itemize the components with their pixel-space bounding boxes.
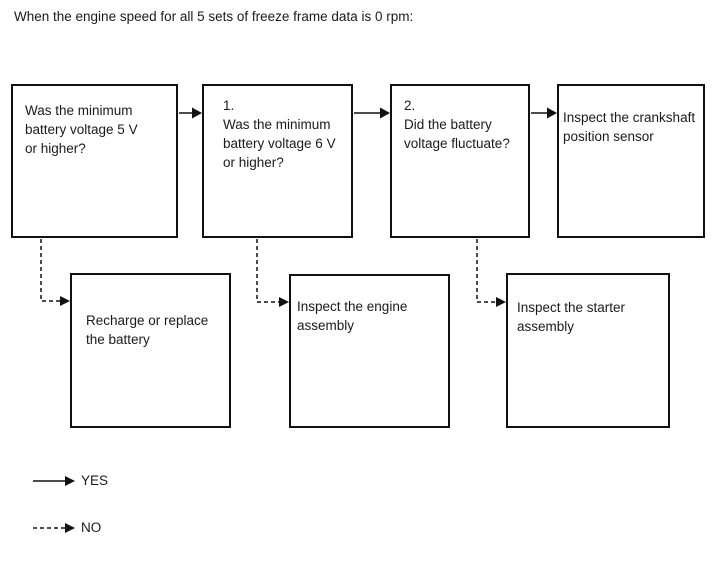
no-connector-1 xyxy=(40,239,70,306)
action-box-crankshaft-sensor: Inspect the crankshaft position sensor xyxy=(557,84,705,238)
decision-box-battery-5v-text: Was the minimum battery voltage 5 V or h… xyxy=(25,103,138,156)
action-box-engine-assembly-text: Inspect the engine assembly xyxy=(297,299,408,333)
action-box-recharge-battery: Recharge or replace the battery xyxy=(70,273,231,428)
decision-box-battery-6v: 1. Was the minimum battery voltage 6 V o… xyxy=(202,84,353,238)
action-box-engine-assembly: Inspect the engine assembly xyxy=(289,274,450,428)
decision-box-voltage-fluctuate: 2. Did the battery voltage fluctuate? xyxy=(390,84,530,238)
action-box-starter-assembly: Inspect the starter assembly xyxy=(506,273,670,428)
action-box-recharge-battery-text: Recharge or replace the battery xyxy=(86,313,209,347)
action-box-starter-assembly-text: Inspect the starter assembly xyxy=(517,300,626,334)
yes-arrow-2 xyxy=(354,107,390,119)
decision-box-battery-5v: Was the minimum battery voltage 5 V or h… xyxy=(11,84,178,238)
yes-arrow-1 xyxy=(179,107,202,119)
legend-no-label: NO xyxy=(81,520,102,535)
legend-yes-arrow xyxy=(33,476,75,486)
no-connector-2 xyxy=(256,239,289,307)
legend-no-arrow xyxy=(33,523,75,533)
no-connector-3 xyxy=(476,239,506,307)
decision-box-battery-6v-text: 1. Was the minimum battery voltage 6 V o… xyxy=(223,98,336,170)
page-title: When the engine speed for all 5 sets of … xyxy=(14,9,414,24)
decision-box-voltage-fluctuate-text: 2. Did the battery voltage fluctuate? xyxy=(404,98,510,151)
legend-yes-label: YES xyxy=(81,473,109,488)
action-box-crankshaft-sensor-text: Inspect the crankshaft position sensor xyxy=(563,110,696,144)
yes-arrow-3 xyxy=(531,107,557,119)
